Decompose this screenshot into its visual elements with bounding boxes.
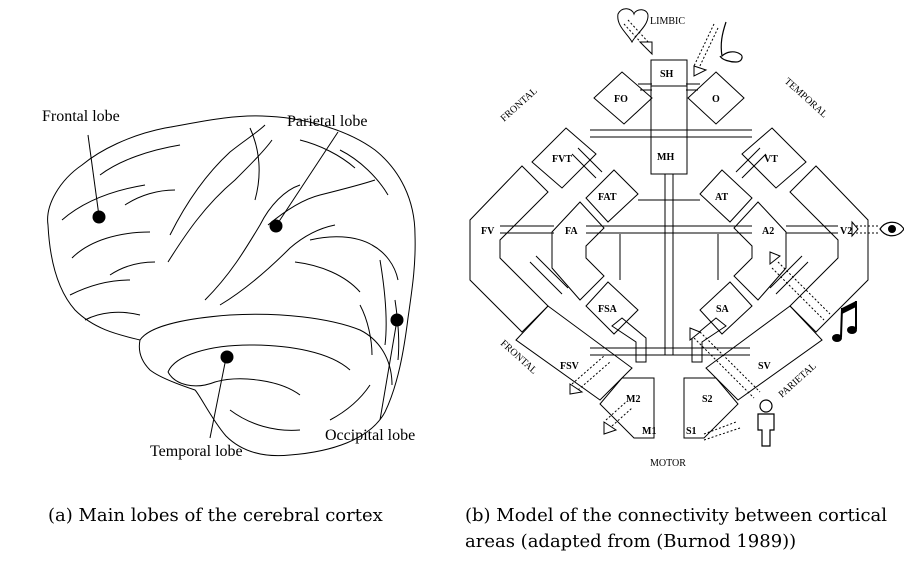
label-frontal-lobe: Frontal lobe [42,108,120,125]
label-parietal-lobe: Parietal lobe [287,113,367,130]
area-label-fsa: FSA [598,304,618,315]
caption-right: (b) Model of the connectivity between co… [465,505,888,552]
region-limbic: LIMBIC [650,16,685,27]
area-fsa [585,281,639,335]
area-label-sv: SV [758,361,772,372]
caption-left: (a) Main lobes of the cerebral cortex [48,505,383,526]
area-label-s2: S2 [702,394,713,405]
eye-icon [879,221,904,237]
area-at [699,169,753,223]
area-label-sh: SH [660,69,674,80]
area-fa [551,201,605,301]
region-temporal: TEMPORAL [782,76,829,120]
area-label-s1: S1 [686,426,697,437]
region-frontal-top: FRONTAL [499,86,540,124]
area-fsv [515,305,633,401]
area-fv-block [469,165,549,333]
region-parietal: PARIETAL [777,361,819,400]
area-m2-m1 [599,377,655,439]
label-occipital-lobe: Occipital lobe [325,427,415,444]
area-vt [741,127,807,189]
area-label-o: O [712,94,720,105]
area-fvt [531,127,597,189]
area-label-at: AT [715,192,728,203]
area-sv [705,305,823,401]
area-label-sa: SA [716,304,730,315]
area-label-mh: MH [657,152,674,163]
heart-icon [617,8,649,44]
area-label-v2: V2 [840,226,852,237]
nose-icon [719,21,743,63]
area-label-fa: FA [565,226,578,237]
area-label-m1: M1 [642,426,656,437]
area-label-fo: FO [614,94,628,105]
area-label-fv: FV [481,226,495,237]
area-label-m2: M2 [626,394,640,405]
temporal-lobe-dot [220,350,234,364]
brain-illustration [47,115,416,457]
area-sh-mh-column [650,59,688,175]
frontal-lobe-dot [92,210,106,224]
area-fat [585,169,639,223]
area-label-vt: VT [764,154,778,165]
connections [500,83,838,356]
area-sa [699,281,753,335]
region-motor: MOTOR [650,458,686,469]
input-paths [571,19,878,441]
area-label-fsv: FSV [560,361,580,372]
area-s2-s1 [683,377,739,439]
area-fo [593,71,653,125]
label-temporal-lobe: Temporal lobe [150,443,243,460]
brain-pointers [87,131,398,439]
connectivity-diagram [469,19,878,441]
brain-outline [47,115,416,457]
temporal-fold [139,313,393,386]
area-a2 [733,201,787,301]
region-frontal-bottom: FRONTAL [498,338,539,376]
occipital-lobe-dot [390,313,404,327]
music-note-icon [832,301,857,342]
area-label-a2: A2 [762,226,774,237]
parietal-lobe-dot [269,219,283,233]
area-label-fvt: FVT [552,154,572,165]
human-figure-icon [757,399,775,447]
area-o [687,71,745,125]
area-label-fat: FAT [598,192,617,203]
